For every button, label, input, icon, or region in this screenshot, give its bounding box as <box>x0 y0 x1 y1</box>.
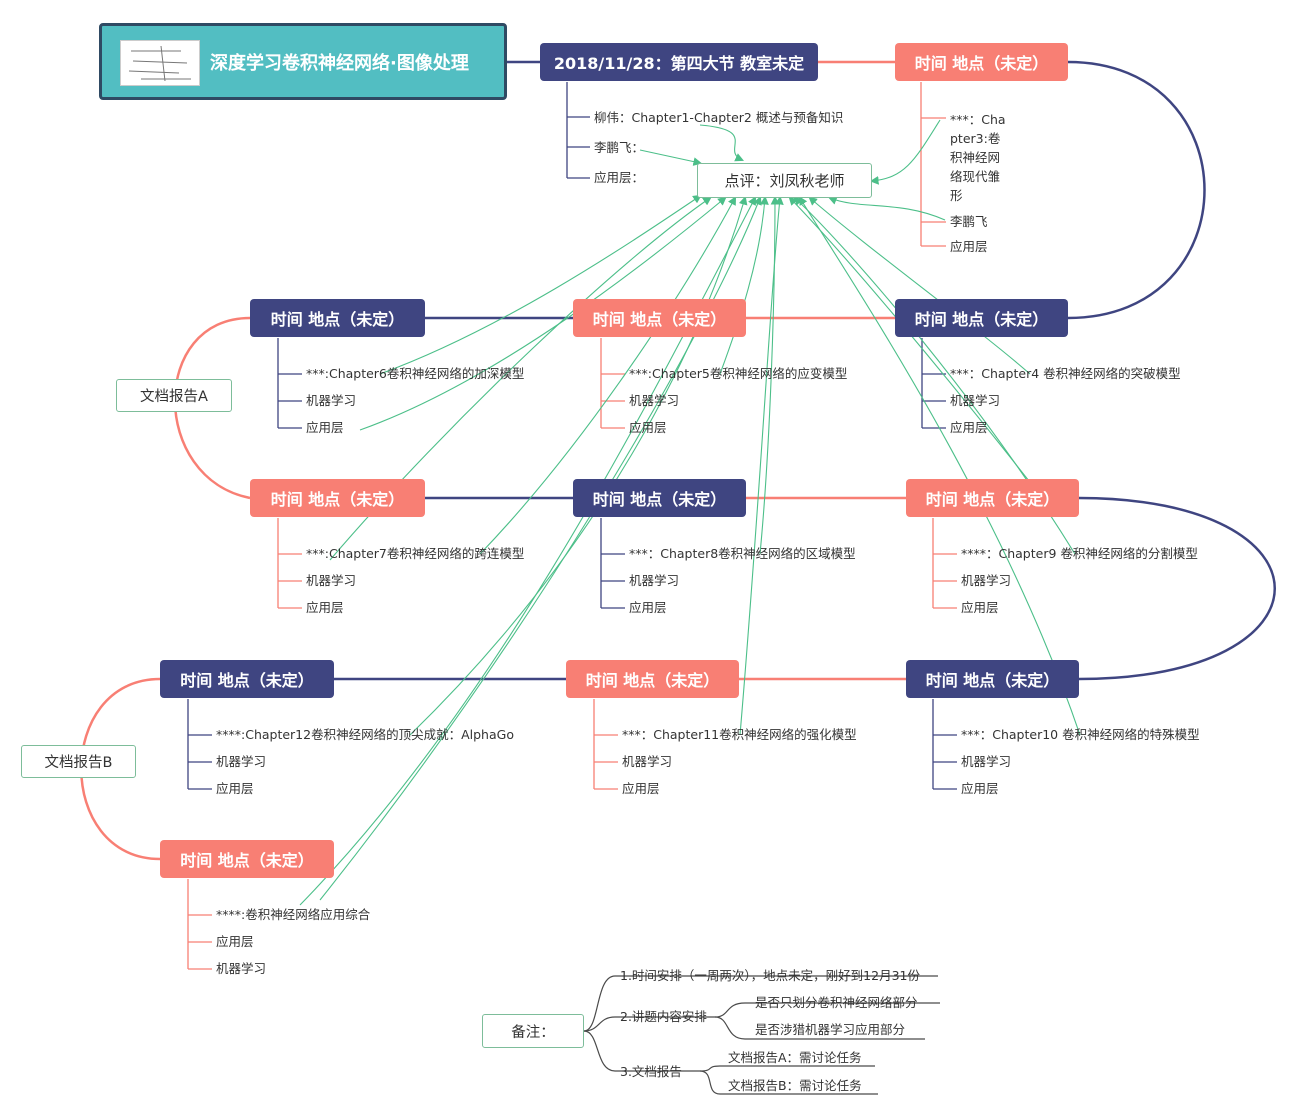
session-10-node[interactable]: 时间 地点（未定） <box>566 660 739 698</box>
report-b-label: 文档报告B <box>44 755 113 771</box>
session-11-item-1: ****:Chapter12卷积神经网络的顶尖成就：AlphaGo <box>216 727 514 742</box>
session-9-title: 时间 地点（未定） <box>925 671 1060 690</box>
session-11-title: 时间 地点（未定） <box>180 671 314 690</box>
session-3-item-2: 机器学习 <box>950 393 1001 408</box>
session-2-item-1: ***：Cha pter3:卷积神经网络现代雏形 <box>950 112 1006 203</box>
session-8-node[interactable]: 时间 地点（未定） <box>906 479 1079 517</box>
review-label: 点评：刘凤秋老师 <box>724 172 845 190</box>
mindmap-thumbnail-icon <box>128 45 191 82</box>
session-4-item-2: 机器学习 <box>629 393 680 408</box>
session-10-item-2: 机器学习 <box>622 754 673 769</box>
session-3-title: 时间 地点（未定） <box>914 310 1049 329</box>
notes-item-2b: 是否涉猎机器学习应用部分 <box>755 1022 906 1037</box>
session-6-item-1: ***:Chapter7卷积神经网络的跨连模型 <box>306 546 525 561</box>
session-6-node[interactable]: 时间 地点（未定） <box>250 479 425 517</box>
session-6-item-3: 应用层 <box>306 600 344 615</box>
review-node[interactable]: 点评：刘凤秋老师 <box>697 163 872 198</box>
report-b-node[interactable]: 文档报告B <box>21 745 136 778</box>
session-6-title: 时间 地点（未定） <box>270 490 405 509</box>
session-1-item-2: 李鹏飞： <box>594 140 645 155</box>
session-2-item-3: 应用层 <box>950 239 988 254</box>
session-3-item-3: 应用层 <box>950 420 988 435</box>
session-5-item-3: 应用层 <box>306 420 344 435</box>
session-4-item-1: ***:Chapter5卷积神经网络的应变模型 <box>629 366 848 381</box>
notes-item-2a: 是否只划分卷积神经网络部分 <box>755 995 918 1010</box>
session-12-node[interactable]: 时间 地点（未定） <box>160 840 334 878</box>
session-12-item-3: 机器学习 <box>216 961 267 976</box>
session-7-item-2: 机器学习 <box>629 573 680 588</box>
session-8-item-2: 机器学习 <box>961 573 1012 588</box>
session-8-title: 时间 地点（未定） <box>925 490 1060 509</box>
session-11-item-3: 应用层 <box>216 781 254 796</box>
session-5-node[interactable]: 时间 地点（未定） <box>250 299 425 337</box>
session-6-item-2: 机器学习 <box>306 573 357 588</box>
session-7-item-3: 应用层 <box>629 600 667 615</box>
notes-node[interactable]: 备注： <box>482 1014 584 1048</box>
notes-label: 备注： <box>511 1024 555 1041</box>
session-11-item-2: 机器学习 <box>216 754 267 769</box>
session-3-item-1: ***：Chapter4 卷积神经网络的突破模型 <box>950 366 1181 381</box>
session-2-title: 时间 地点（未定） <box>914 54 1049 73</box>
session-1-title: 2018/11/28：第四大节 教室未定 <box>553 54 805 73</box>
session-10-title: 时间 地点（未定） <box>585 671 720 690</box>
session-12-item-2: 应用层 <box>216 934 254 949</box>
session-2-node[interactable]: 时间 地点（未定） <box>895 43 1068 81</box>
session-1-item-1: 柳伟：Chapter1-Chapter2 概述与预备知识 <box>594 110 844 125</box>
session-8-item-3: 应用层 <box>961 600 999 615</box>
notes-item-1: 1.时间安排（一周两次），地点未定，刚好到12月31份 <box>620 968 920 983</box>
session-9-item-2: 机器学习 <box>961 754 1012 769</box>
report-a-node[interactable]: 文档报告A <box>116 379 232 412</box>
central-topic-label: 深度学习卷积神经网络·图像处理 <box>210 52 469 74</box>
session-9-item-1: ***：Chapter10 卷积神经网络的特殊模型 <box>961 727 1200 742</box>
session-7-node[interactable]: 时间 地点（未定） <box>573 479 746 517</box>
session-9-node[interactable]: 时间 地点（未定） <box>906 660 1079 698</box>
session-11-node[interactable]: 时间 地点（未定） <box>160 660 334 698</box>
session-7-title: 时间 地点（未定） <box>592 490 727 509</box>
session-12-title: 时间 地点（未定） <box>180 851 314 870</box>
session-7-item-1: ***：Chapter8卷积神经网络的区域模型 <box>629 546 856 561</box>
notes-item-3a: 文档报告A：需讨论任务 <box>728 1050 862 1065</box>
session-5-item-1: ***:Chapter6卷积神经网络的加深模型 <box>306 366 525 381</box>
session-10-item-3: 应用层 <box>622 781 660 796</box>
notes-item-2: 2.讲题内容安排 <box>620 1009 707 1024</box>
session-2-item-2: 李鹏飞 <box>950 214 988 229</box>
notes-item-3b: 文档报告B：需讨论任务 <box>728 1078 862 1093</box>
notes-item-3: 3.文档报告 <box>620 1064 682 1079</box>
session-3-node[interactable]: 时间 地点（未定） <box>895 299 1068 337</box>
session-4-title: 时间 地点（未定） <box>592 310 727 329</box>
session-5-item-2: 机器学习 <box>306 393 357 408</box>
session-8-item-1: ****：Chapter9 卷积神经网络的分割模型 <box>961 546 1198 561</box>
session-4-node[interactable]: 时间 地点（未定） <box>573 299 746 337</box>
session-9-item-3: 应用层 <box>961 781 999 796</box>
session-5-title: 时间 地点（未定） <box>270 310 405 329</box>
session-4-item-3: 应用层 <box>629 420 667 435</box>
session-12-item-1: ****:卷积神经网络应用综合 <box>216 907 371 922</box>
thumbnail-image <box>120 40 200 86</box>
report-a-label: 文档报告A <box>140 389 208 405</box>
session-1-item-3: 应用层： <box>594 170 645 185</box>
session-1-node[interactable]: 2018/11/28：第四大节 教室未定 <box>540 43 818 81</box>
session-10-item-1: ***：Chapter11卷积神经网络的强化模型 <box>622 727 857 742</box>
